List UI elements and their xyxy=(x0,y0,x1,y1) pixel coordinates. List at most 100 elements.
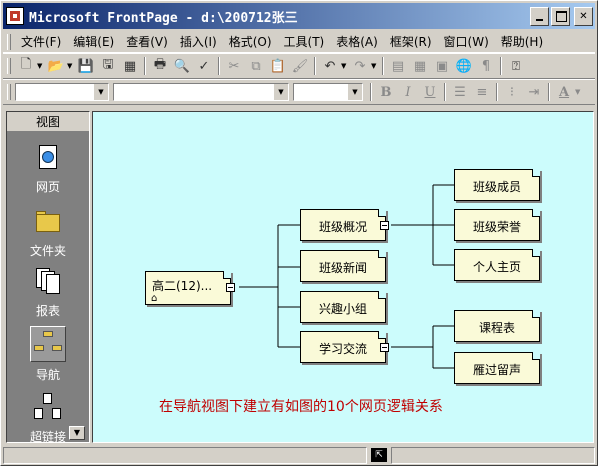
chevron-down-icon[interactable]: ▼ xyxy=(371,62,377,70)
help-icon[interactable]: ⍰ xyxy=(512,58,520,74)
status-bar: ⇱ xyxy=(3,445,595,465)
copy-icon[interactable]: ⧉ xyxy=(251,58,261,74)
folder-list-icon[interactable]: ▦ xyxy=(123,58,137,74)
image-icon[interactable]: ▣ xyxy=(435,58,449,74)
table-icon[interactable]: ▦ xyxy=(413,58,427,74)
nav-node-guestbook[interactable]: 雁过留声 xyxy=(454,352,540,384)
font-color-button[interactable]: A xyxy=(558,84,570,100)
bold-button[interactable]: B xyxy=(380,84,392,100)
open-icon[interactable]: 📂 xyxy=(47,58,65,74)
close-button[interactable]: ✕ xyxy=(574,7,593,26)
menu-insert[interactable]: 插入(I) xyxy=(179,34,217,49)
underline-button[interactable]: U xyxy=(424,84,436,100)
menu-view[interactable]: 查看(V) xyxy=(126,34,168,49)
indent-icon[interactable]: ⇥ xyxy=(528,84,540,100)
nav-node-interest-group[interactable]: 兴趣小组 xyxy=(300,291,386,323)
chevron-down-icon[interactable]: ▼ xyxy=(94,84,108,100)
title-bar[interactable]: Microsoft FrontPage - d:\200712张三 ✕ xyxy=(3,3,595,29)
view-label: 报表 xyxy=(35,304,60,318)
formatting-toolbar: ▼ ▼ ▼ B I U ☰ ≡ ⁝ ⇥ A ▼ xyxy=(3,79,595,105)
nav-node-label: 雁过留声 xyxy=(472,363,521,377)
nav-node-label: 学习交流 xyxy=(318,342,367,356)
nav-node-personal-home[interactable]: 个人主页 xyxy=(454,249,540,281)
menu-help[interactable]: 帮助(H) xyxy=(500,34,544,49)
new-page-icon[interactable]: 🗋 xyxy=(20,57,32,72)
undo-icon[interactable]: ↶ xyxy=(324,58,336,74)
pilcrow-icon[interactable]: ¶ xyxy=(481,58,491,74)
nav-node-class-overview[interactable]: 班级概况 xyxy=(300,209,386,241)
chevron-down-icon[interactable]: ▼ xyxy=(67,62,73,70)
hyperlink-icon[interactable]: 🌐 xyxy=(455,58,473,74)
standard-toolbar: 🗋 ▼ 📂 ▼ 💾 🖫 ▦ 🖶 🔍 ✓ ✂ ⧉ 📋 🖌 ↶ ▼ ↷ ▼ ▤ ▦ … xyxy=(3,53,595,79)
chevron-down-icon[interactable]: ▼ xyxy=(341,62,347,70)
font-combo[interactable]: ▼ xyxy=(113,83,289,101)
style-combo[interactable]: ▼ xyxy=(15,83,109,101)
frontpage-app-icon[interactable] xyxy=(6,7,24,25)
font-size-combo[interactable]: ▼ xyxy=(293,83,363,101)
nav-node-label: 班级成员 xyxy=(472,180,521,194)
save-icon[interactable]: 💾 xyxy=(77,58,95,74)
chevron-down-icon[interactable]: ▼ xyxy=(348,84,362,100)
nav-node-study-exchange[interactable]: 学习交流 xyxy=(300,331,386,363)
navigation-connectors xyxy=(239,184,455,369)
menu-format[interactable]: 格式(O) xyxy=(228,34,272,49)
nav-node-label: 兴趣小组 xyxy=(318,302,367,316)
navigation-canvas[interactable]: 高二(12)... ⌂ 班级概况 班级新闻 兴趣小组 学习交流 班级成员 xyxy=(92,111,594,443)
view-folders[interactable]: 文件夹 xyxy=(7,206,89,259)
menu-edit[interactable]: 编辑(E) xyxy=(73,34,115,49)
view-label: 导航 xyxy=(35,368,60,382)
folders-view-icon xyxy=(32,206,64,238)
maximize-button[interactable] xyxy=(551,7,570,26)
views-scroll-down-button[interactable]: ▼ xyxy=(69,426,85,440)
menu-grip[interactable] xyxy=(7,33,11,50)
nav-node-label: 高二(12)... xyxy=(152,279,213,293)
nav-node-class-members[interactable]: 班级成员 xyxy=(454,169,540,201)
nav-node-home[interactable]: 高二(12)... ⌂ xyxy=(145,271,231,305)
annotation-caption: 在导航视图下建立有如图的10个网页逻辑关系 xyxy=(159,399,443,415)
navigation-view-icon xyxy=(30,326,66,362)
collapse-toggle[interactable] xyxy=(380,221,389,230)
cut-icon[interactable]: ✂ xyxy=(228,58,240,74)
nav-node-class-honors[interactable]: 班级荣誉 xyxy=(454,209,540,241)
connection-icon: ⇱ xyxy=(371,448,387,462)
nav-node-timetable[interactable]: 课程表 xyxy=(454,310,540,342)
status-pane-extra xyxy=(391,446,595,464)
view-label: 网页 xyxy=(35,180,60,194)
caption-buttons: ✕ xyxy=(530,7,593,26)
collapse-toggle[interactable] xyxy=(226,283,235,292)
bullets-icon[interactable]: ⁝ xyxy=(509,84,515,100)
align-center-icon[interactable]: ≡ xyxy=(476,84,488,100)
format-painter-icon[interactable]: 🖌 xyxy=(291,58,309,74)
view-hyperlinks[interactable]: 超链接 xyxy=(7,392,89,445)
publish-icon[interactable]: 🖫 xyxy=(102,57,114,72)
view-navigation[interactable]: 导航 xyxy=(7,326,89,383)
menu-tools[interactable]: 工具(T) xyxy=(283,34,325,49)
collapse-toggle[interactable] xyxy=(380,343,389,352)
page-view-icon xyxy=(32,142,64,174)
toolbar-grip[interactable] xyxy=(7,84,11,100)
components-icon[interactable]: ▤ xyxy=(391,58,405,74)
spelling-icon[interactable]: ✓ xyxy=(198,58,210,74)
redo-icon[interactable]: ↷ xyxy=(354,58,366,74)
menu-window[interactable]: 窗口(W) xyxy=(443,34,489,49)
menu-file[interactable]: 文件(F) xyxy=(21,34,62,49)
nav-node-class-news[interactable]: 班级新闻 xyxy=(300,250,386,282)
view-reports[interactable]: 报表 xyxy=(7,266,89,319)
minimize-button[interactable] xyxy=(530,7,549,26)
print-icon[interactable]: 🖶 xyxy=(153,57,167,72)
menu-frames[interactable]: 框架(R) xyxy=(389,34,432,49)
italic-button[interactable]: I xyxy=(405,84,411,100)
align-left-icon[interactable]: ☰ xyxy=(454,84,466,100)
nav-node-label: 课程表 xyxy=(478,321,515,335)
menu-table[interactable]: 表格(A) xyxy=(336,34,378,49)
view-page[interactable]: 网页 xyxy=(7,142,89,195)
paste-icon[interactable]: 📋 xyxy=(269,58,287,74)
chevron-down-icon[interactable]: ▼ xyxy=(274,84,288,100)
chevron-down-icon[interactable]: ▼ xyxy=(37,62,43,70)
view-label: 超链接 xyxy=(29,430,66,444)
preview-icon[interactable]: 🔍 xyxy=(173,58,191,74)
toolbar-grip[interactable] xyxy=(7,58,11,74)
chevron-down-icon[interactable]: ▼ xyxy=(575,88,581,96)
view-label: 文件夹 xyxy=(29,244,66,258)
